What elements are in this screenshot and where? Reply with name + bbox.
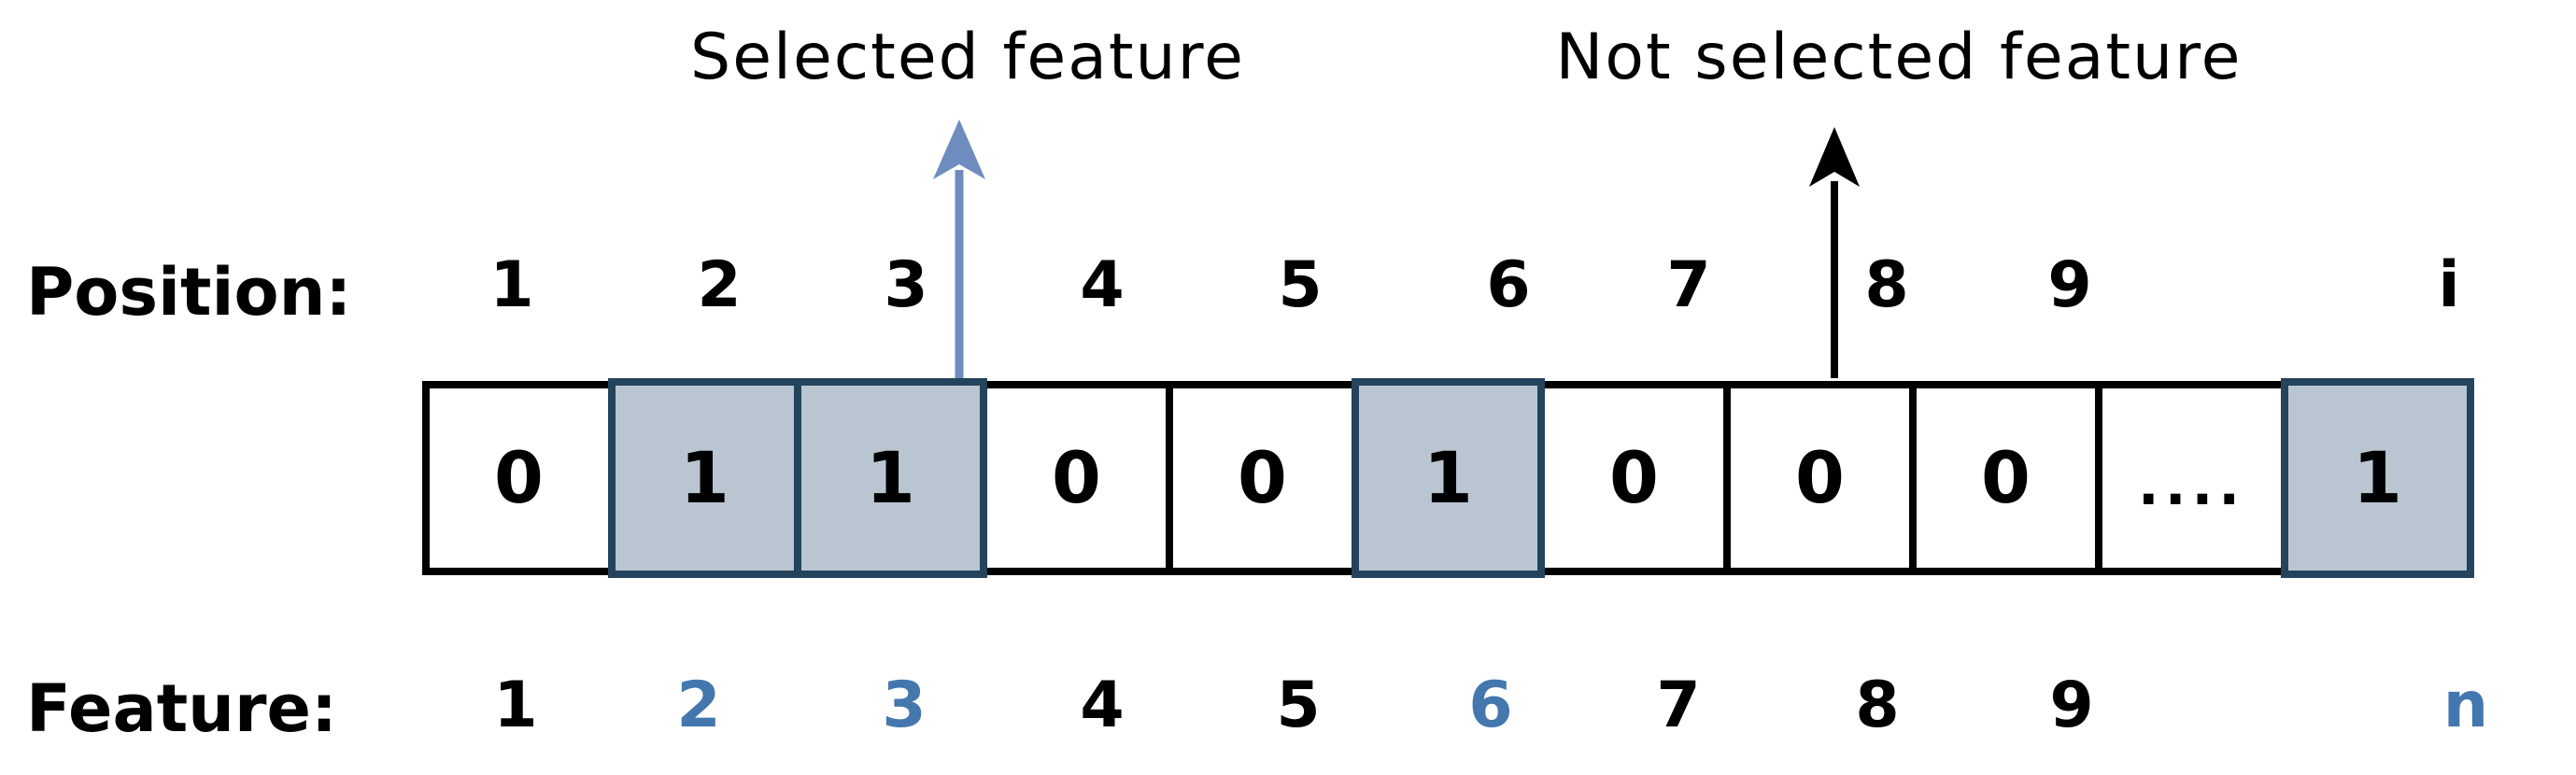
feature-row-label: Feature:	[26, 670, 337, 747]
bit-cell-3: 1	[794, 378, 987, 578]
position-number-6: 6	[1486, 248, 1531, 322]
bit-value: 1	[1423, 436, 1473, 519]
bit-vector: 0 1 1 0 0 1 0 0 0 .... 1	[422, 378, 2474, 578]
feature-number-9: 9	[2049, 669, 2094, 742]
position-number-4: 4	[1080, 248, 1125, 322]
feature-number-5: 5	[1276, 669, 1321, 742]
bit-value: 0	[494, 436, 544, 519]
feature-number-3: 3	[882, 669, 927, 742]
bit-value: 0	[1609, 436, 1659, 519]
bit-cell-5: 0	[1166, 381, 1359, 575]
feature-number-8: 8	[1855, 669, 1900, 742]
selected-feature-label: Selected feature	[690, 21, 1245, 94]
feature-number-1: 1	[493, 669, 538, 742]
bit-value: 0	[1052, 436, 1101, 519]
bit-value: 1	[680, 436, 729, 519]
bit-cell-8: 0	[1723, 381, 1917, 575]
position-number-1: 1	[489, 248, 534, 322]
bit-cell-4: 0	[980, 381, 1173, 575]
feature-number-n: n	[2442, 669, 2489, 742]
bit-cell-1: 0	[422, 381, 616, 575]
bit-cell-n: 1	[2281, 378, 2474, 578]
bit-cell-ellipsis: ....	[2095, 381, 2288, 575]
position-number-8: 8	[1864, 248, 1909, 322]
bit-cell-9: 0	[1909, 381, 2102, 575]
bit-value: 1	[2353, 436, 2402, 519]
position-number-2: 2	[697, 248, 742, 322]
bit-cell-7: 0	[1537, 381, 1731, 575]
position-number-i: i	[2438, 248, 2460, 322]
bit-cell-2: 1	[608, 378, 801, 578]
not-selected-feature-arrow	[1809, 127, 1860, 378]
position-number-9: 9	[2047, 248, 2092, 322]
position-number-7: 7	[1666, 248, 1711, 322]
bit-value: 0	[1795, 436, 1845, 519]
bit-value: 0	[1238, 436, 1287, 519]
feature-number-7: 7	[1656, 669, 1701, 742]
not-selected-feature-label: Not selected feature	[1555, 21, 2243, 94]
bit-value: 0	[1981, 436, 2031, 519]
position-number-3: 3	[884, 248, 928, 322]
position-row-label: Position:	[26, 254, 352, 331]
bit-cell-6: 1	[1352, 378, 1545, 578]
position-number-5: 5	[1278, 248, 1323, 322]
ellipsis-dots: ....	[2137, 453, 2246, 518]
feature-number-4: 4	[1080, 669, 1125, 742]
feature-number-2: 2	[676, 669, 721, 742]
feature-number-6: 6	[1468, 669, 1513, 742]
selected-feature-arrow	[933, 120, 985, 379]
bit-value: 1	[866, 436, 915, 519]
